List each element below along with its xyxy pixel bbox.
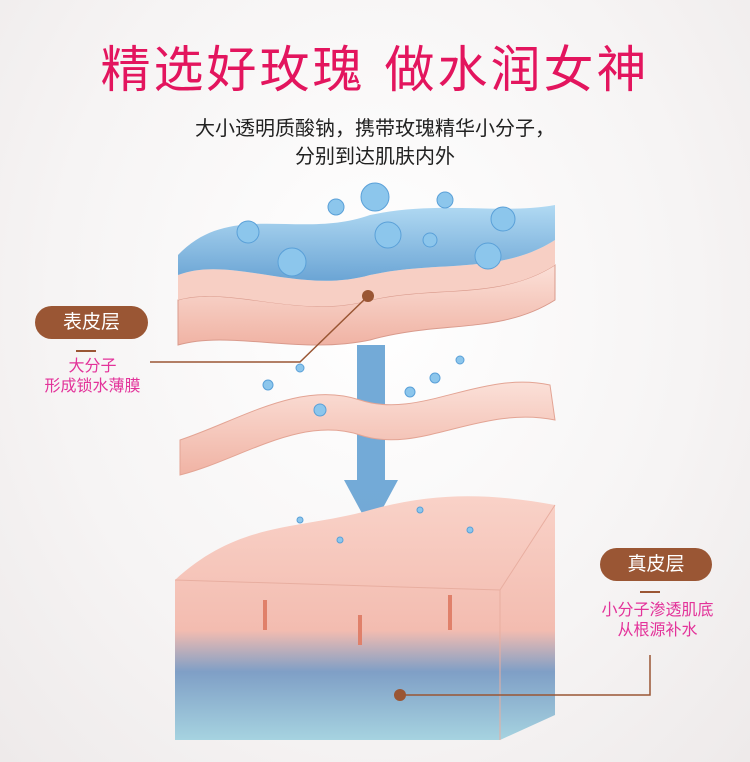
penetration-arrows: [263, 595, 452, 645]
subtitle-line-2: 分别到达肌肤内外: [295, 144, 455, 168]
epidermis-desc-1: 大分子: [68, 356, 117, 375]
subtitle-line-1: 大小透明质酸钠，携带玫瑰精华小分子，: [195, 116, 555, 140]
divider: [640, 591, 660, 593]
water-molecules: [236, 182, 516, 544]
dermis-layer: [174, 496, 556, 740]
epidermis-desc-2: 形成锁水薄膜: [44, 376, 141, 395]
epidermis-layer: [177, 205, 556, 346]
dermis-desc-2: 从根源补水: [617, 620, 698, 639]
divider: [76, 350, 96, 352]
page-title: 精选好玫瑰 做水润女神: [100, 41, 650, 99]
epidermis-pointer-line: [150, 295, 369, 363]
dermis-desc-1: 小分子渗透肌底: [601, 600, 714, 619]
dermis-pointer-line: [400, 655, 651, 696]
film-layer: [179, 381, 556, 476]
dermis-label: 真皮层: [600, 548, 712, 581]
epidermis-label: 表皮层: [35, 306, 148, 339]
